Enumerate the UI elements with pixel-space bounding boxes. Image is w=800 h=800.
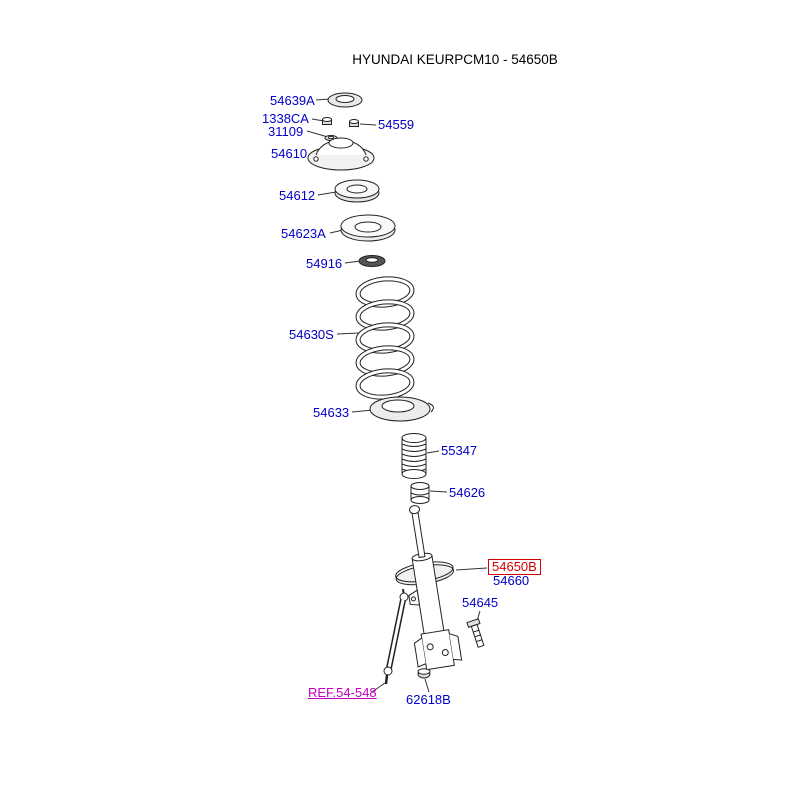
dust-cover-drawing	[401, 433, 427, 479]
part-label-54639A[interactable]: 54639A	[270, 93, 315, 108]
bearing-drawing	[334, 179, 380, 203]
coil-spring-drawing	[355, 276, 415, 400]
bolt-drawing	[466, 618, 485, 648]
part-label-ref-54-548[interactable]: REF.54-548	[308, 685, 377, 700]
part-label-62618B[interactable]: 62618B	[406, 692, 451, 707]
cap-drawing	[327, 92, 363, 108]
washer-drawing	[358, 255, 386, 267]
part-label-54623A[interactable]: 54623A	[281, 226, 326, 241]
part-label-54660[interactable]: 54660	[493, 573, 530, 588]
page-title: HYUNDAI KEURPCM10 - 54650B	[352, 52, 558, 67]
stabilizer-link-drawing	[383, 588, 409, 685]
part-label-54612[interactable]: 54612	[279, 188, 316, 203]
part-label-1338CA[interactable]: 1338CA	[262, 111, 309, 126]
part-label-54626[interactable]: 54626	[449, 485, 486, 500]
part-label-55347[interactable]: 55347	[441, 443, 478, 458]
strut-drawing	[395, 505, 463, 671]
lower-pad-drawing	[369, 396, 434, 422]
part-label-31109[interactable]: 31109	[268, 124, 304, 139]
part-label-54633[interactable]: 54633	[313, 405, 350, 420]
part-label-54916[interactable]: 54916	[306, 256, 343, 271]
bumper-drawing	[410, 482, 430, 504]
part-label-54610[interactable]: 54610	[271, 146, 308, 161]
part-label-54650B-highlighted[interactable]: 54650B	[488, 559, 541, 575]
part-label-54630S[interactable]: 54630S	[289, 327, 334, 342]
upper-nut-drawing	[322, 117, 332, 125]
mount-nut-drawing	[349, 119, 359, 127]
upper-pad-drawing	[340, 214, 396, 242]
part-label-54559[interactable]: 54559	[378, 117, 415, 132]
insulator-drawing	[307, 137, 375, 171]
part-label-54645[interactable]: 54645	[462, 595, 499, 610]
lower-nut-drawing	[417, 668, 431, 679]
